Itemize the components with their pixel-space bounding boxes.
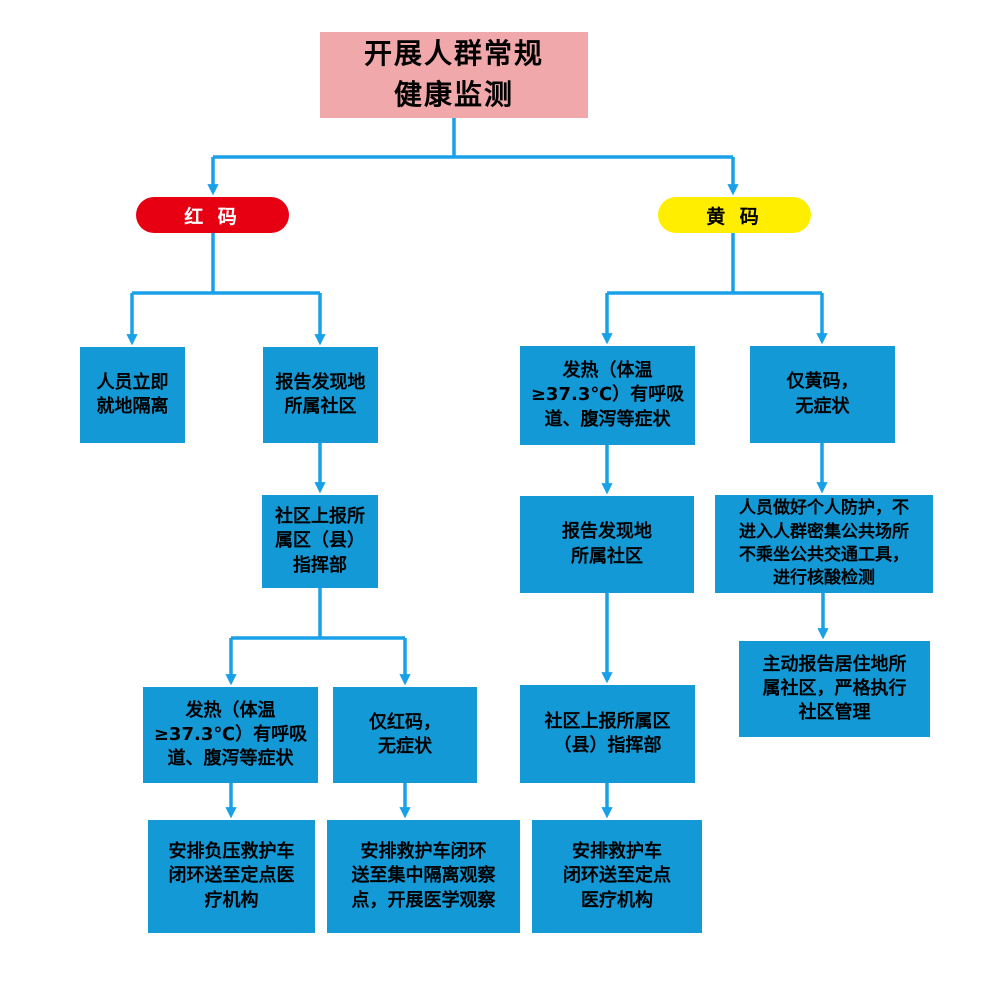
node-negative-pressure-ambulance-label: 安排负压救护车 闭环送至定点医 疗机构 (168, 841, 295, 911)
red-code-label: 红 码 (184, 205, 241, 228)
connector-arrows (126, 157, 829, 819)
node-fever-symptoms-red: 发热（体温 ≥37.3℃）有呼吸 道、腹泻等症状 (143, 687, 318, 783)
node-report-found-community-red-label: 报告发现地 所属社区 (275, 371, 366, 417)
node-report-found-community-yellow: 报告发现地 所属社区 (520, 496, 694, 593)
node-community-report-hq-yellow-label: 社区上报所属区 （县）指挥部 (544, 710, 671, 756)
node-community-report-hq-yellow: 社区上报所属区 （县）指挥部 (520, 685, 695, 783)
node-yellow-code-only: 仅黄码， 无症状 (750, 346, 895, 443)
node-personal-protection-label: 人员做好个人防护，不 进入人群密集公共场所 不乘坐公共交通工具， 进行核酸检测 (739, 498, 909, 589)
node-report-residence-community-label: 主动报告居住地所 属社区，严格执行 社区管理 (762, 653, 907, 724)
node-report-found-community-red: 报告发现地 所属社区 (263, 347, 378, 443)
node-immediate-isolation: 人员立即 就地隔离 (80, 347, 185, 443)
node-fever-symptoms-red-label: 发热（体温 ≥37.3℃）有呼吸 道、腹泻等症状 (153, 699, 308, 770)
node-ambulance-to-isolation-point-label: 安排救护车闭环 送至集中隔离观察 点，开展医学观察 (351, 841, 496, 911)
title-text: 开展人群常规 健康监测 (363, 37, 544, 111)
node-ambulance-to-designated-hospital-label: 安排救护车 闭环送至定点 医疗机构 (563, 841, 671, 911)
node-immediate-isolation-label: 人员立即 就地隔离 (96, 371, 169, 417)
node-fever-symptoms-yellow-label: 发热（体温 ≥37.3℃）有呼吸 道、腹泻等症状 (530, 360, 685, 430)
node-community-report-hq-red-label: 社区上报所 属区（县） 指挥部 (275, 506, 365, 576)
title-box: 开展人群常规 健康监测 (320, 32, 588, 118)
yellow-code-label: 黄 码 (706, 205, 763, 228)
node-report-found-community-yellow-label: 报告发现地 所属社区 (562, 521, 652, 567)
node-report-residence-community: 主动报告居住地所 属社区，严格执行 社区管理 (739, 641, 930, 737)
node-fever-symptoms-yellow: 发热（体温 ≥37.3℃）有呼吸 道、腹泻等症状 (520, 346, 695, 445)
node-ambulance-to-designated-hospital: 安排救护车 闭环送至定点 医疗机构 (532, 820, 702, 933)
node-ambulance-to-isolation-point: 安排救护车闭环 送至集中隔离观察 点，开展医学观察 (327, 820, 520, 933)
node-negative-pressure-ambulance: 安排负压救护车 闭环送至定点医 疗机构 (148, 820, 315, 933)
node-red-code-only-label: 仅红码， 无症状 (369, 711, 441, 757)
yellow-code-pill: 黄 码 (658, 197, 811, 233)
connector-trunks (132, 118, 822, 640)
node-personal-protection: 人员做好个人防护，不 进入人群密集公共场所 不乘坐公共交通工具， 进行核酸检测 (715, 495, 933, 593)
node-yellow-code-only-label: 仅黄码， 无症状 (786, 371, 859, 417)
node-community-report-hq-red: 社区上报所 属区（县） 指挥部 (262, 495, 378, 588)
red-code-pill: 红 码 (136, 197, 289, 233)
node-red-code-only: 仅红码， 无症状 (333, 687, 477, 783)
